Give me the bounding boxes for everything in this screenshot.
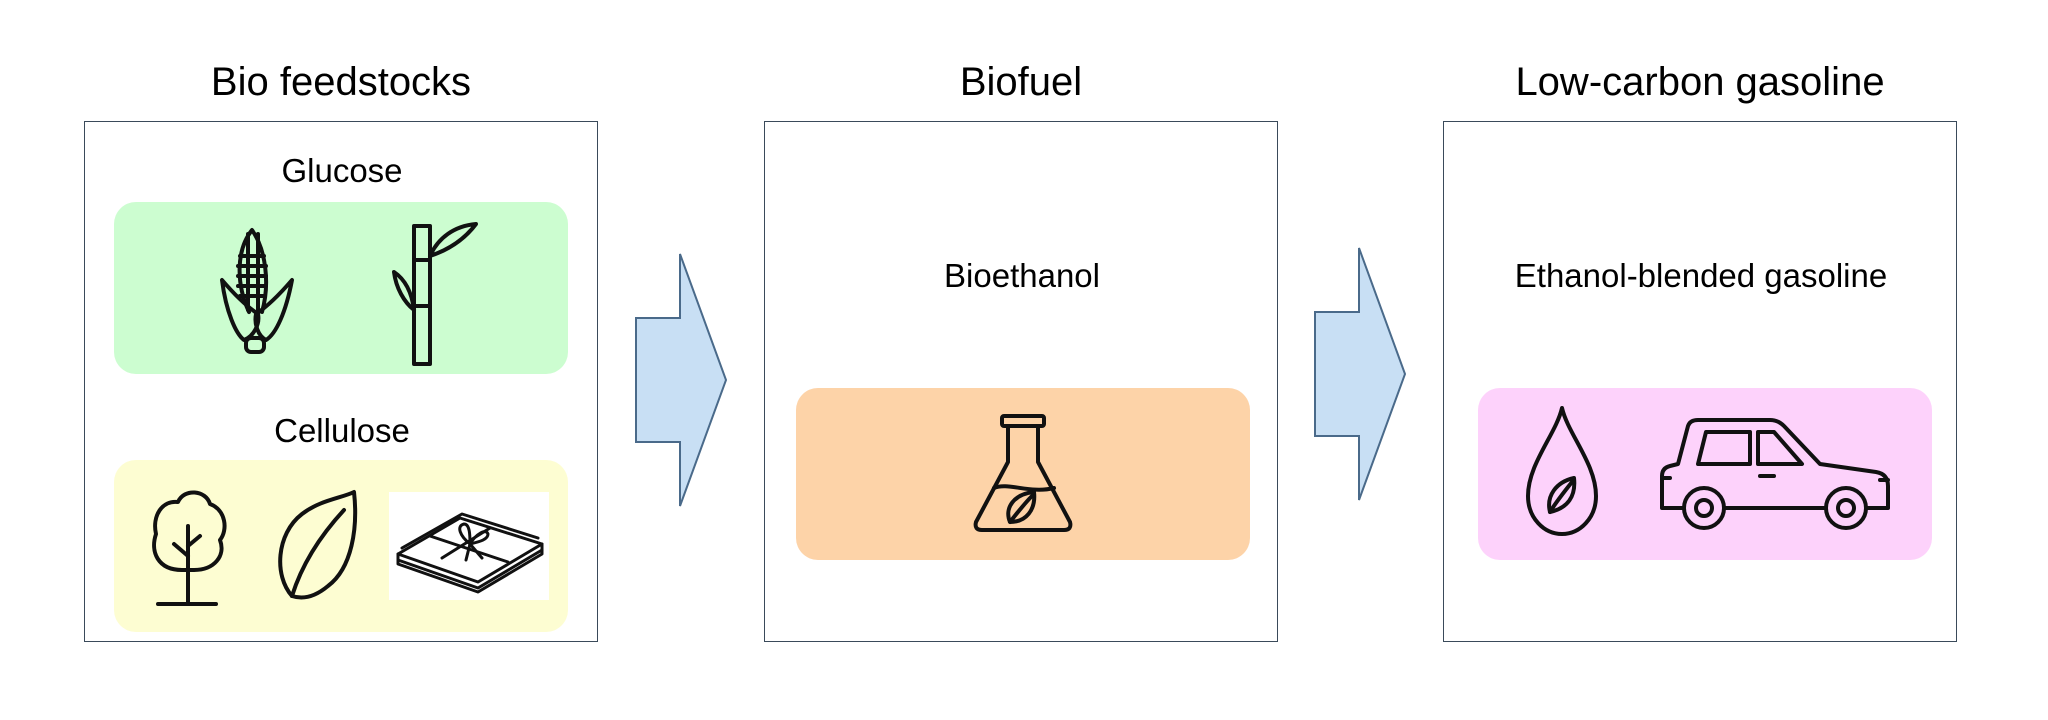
tree-icon (152, 490, 227, 606)
glucose-label: Glucose (281, 152, 403, 189)
flow-arrow-1 (635, 253, 728, 507)
feedstocks-panel: Glucose Cellulose (84, 121, 598, 642)
leaf-icon (278, 490, 358, 600)
stage-title-gasoline: Low-carbon gasoline (1515, 60, 1885, 104)
cellulose-group (114, 460, 568, 632)
flask-leaf-icon (973, 414, 1073, 532)
ethanol-blended-gasoline-label: Ethanol-blended gasoline (1514, 257, 1888, 294)
cellulose-label: Cellulose (274, 412, 410, 449)
gasoline-panel: Ethanol-blended gasoline (1443, 121, 1957, 642)
stage-title-biofuel: Biofuel (959, 60, 1083, 104)
fuel-drop-leaf-icon (1526, 406, 1598, 536)
car-icon (1660, 418, 1890, 530)
paper-stack-icon (396, 512, 544, 594)
sugarcane-icon (392, 222, 478, 366)
bioethanol-label: Bioethanol (944, 257, 1100, 294)
flow-arrow-2 (1314, 247, 1407, 501)
bioethanol-group (796, 388, 1250, 560)
stage-title-feedstocks: Bio feedstocks (210, 60, 472, 104)
biofuel-panel: Bioethanol (764, 121, 1278, 642)
corn-icon (220, 228, 294, 354)
gasoline-group (1478, 388, 1932, 560)
glucose-group (114, 202, 568, 374)
